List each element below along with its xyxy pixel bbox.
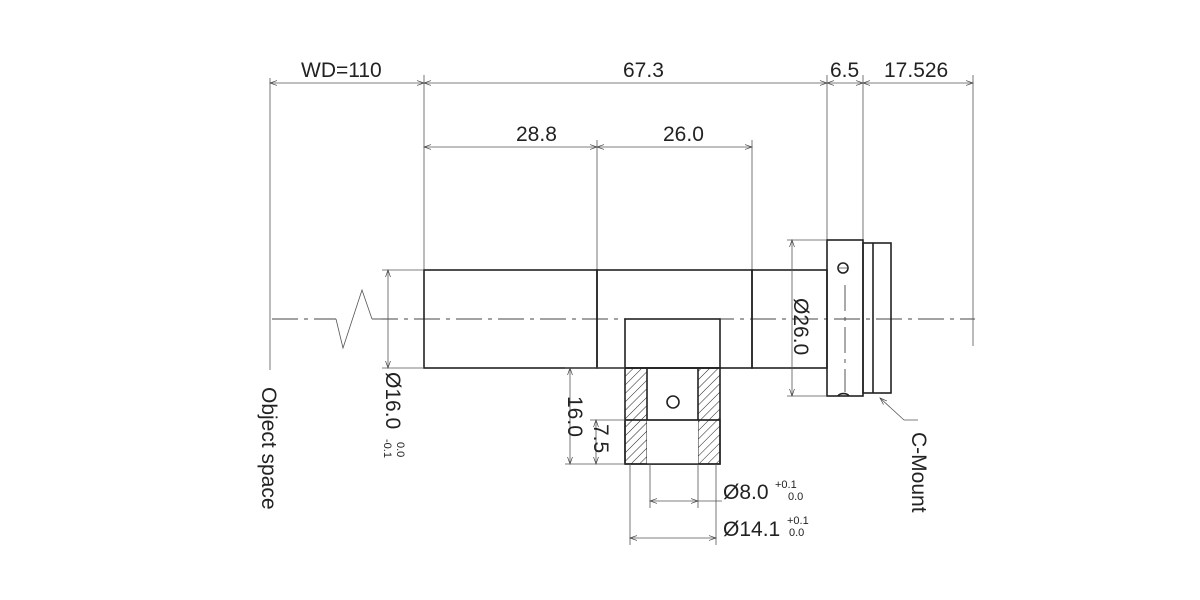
front-section-dimension-text: 28.8 xyxy=(516,123,557,146)
body-diameter-dimension: Ø26.0 xyxy=(787,240,827,396)
port-screw-icon xyxy=(666,395,680,409)
port-inner-diameter-text: Ø8.0 xyxy=(723,481,769,504)
port-outer-tol-lower: 0.0 xyxy=(789,527,804,539)
section-dimension-row: 28.8 26.0 xyxy=(424,123,752,270)
front-diameter-text: Ø16.0 xyxy=(381,372,404,429)
port-collar xyxy=(624,318,721,369)
port-inner-tol-lower: 0.0 xyxy=(788,491,803,503)
port-height-dimensions: 16.0 7.5 xyxy=(563,368,625,464)
port-inner-diameter-dimension: Ø8.0 +0.1 0.0 xyxy=(650,464,803,508)
wd-dimension-text: WD=110 xyxy=(301,59,382,82)
port-depth-text: 7.5 xyxy=(589,424,612,453)
port-outer-diameter-dimension: Ø14.1 +0.1 0.0 xyxy=(630,464,809,545)
front-diameter-tol-lower: -0.1 xyxy=(381,439,393,458)
c-mount-callout: C-Mount xyxy=(880,398,930,513)
port-outer-tol-upper: +0.1 xyxy=(787,515,809,527)
back-focus-dimension-text: 17.526 xyxy=(884,59,948,82)
port-height-text: 16.0 xyxy=(563,396,586,437)
front-diameter-tol-upper: 0.0 xyxy=(394,442,406,457)
c-mount-label: C-Mount xyxy=(907,432,930,513)
mid-section-dimension-text: 26.0 xyxy=(663,123,704,146)
side-port xyxy=(624,318,721,465)
port-wall-left xyxy=(624,367,648,465)
optical-axis xyxy=(272,288,975,350)
front-diameter-dimension: Ø16.0 0.0 -0.1 xyxy=(381,270,424,458)
c-mount-leader xyxy=(880,398,918,421)
flange-dimension-text: 6.5 xyxy=(830,59,859,82)
total-length-dimension-text: 67.3 xyxy=(623,59,664,82)
body-diameter-text: Ø26.0 xyxy=(789,298,812,355)
lens-body xyxy=(423,239,892,397)
object-space-label: Object space xyxy=(257,387,280,510)
break-symbol xyxy=(335,288,373,350)
port-outer-diameter-text: Ø14.1 xyxy=(723,518,780,541)
port-inner-tol-upper: +0.1 xyxy=(775,479,797,491)
c-mount-thread xyxy=(862,242,892,394)
port-wall-right xyxy=(697,367,721,465)
top-dimension-row: WD=110 67.3 6.5 17.526 xyxy=(270,59,973,346)
